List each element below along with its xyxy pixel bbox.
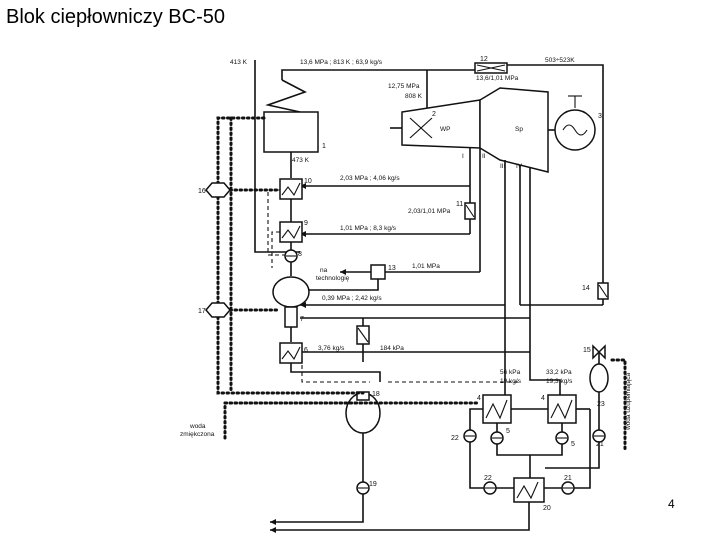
label-boiler-feed-t: 473 K — [292, 157, 310, 164]
num-14: 14 — [582, 285, 590, 292]
middle-heater — [356, 325, 370, 345]
pump-19 — [356, 481, 370, 495]
page-number: 4 — [668, 497, 675, 511]
label-ext5-p: 184 kPa — [380, 345, 404, 352]
pump-22b — [483, 481, 497, 495]
num-5b: 5 — [571, 441, 575, 448]
num-4b: 4 — [541, 395, 545, 402]
label-sp: Sp — [515, 126, 523, 133]
district-heating-loop — [216, 116, 365, 395]
num-17: 17 — [198, 308, 206, 315]
pump-21b — [561, 481, 575, 495]
num-18: 18 — [372, 391, 380, 398]
label-rv-params: 13,6/1,01 MPa — [476, 75, 519, 82]
generator — [548, 95, 596, 151]
heater-10 — [279, 178, 303, 200]
label-ext-i: I — [462, 153, 464, 160]
condenser-4a — [482, 394, 512, 424]
num-11: 11 — [456, 201, 463, 208]
label-ext-iv: IV — [516, 163, 523, 170]
label-ext1: 2,03 MPa ; 4,06 kg/s — [340, 175, 400, 182]
num-6: 6 — [304, 347, 308, 354]
valve-15 — [592, 344, 606, 360]
num-1: 1 — [322, 143, 326, 150]
reducing-valve-12 — [474, 62, 508, 74]
label-ext-ii: II — [482, 153, 486, 160]
label-hx4b-flow: 19,3 kg/s — [546, 378, 573, 385]
label-hx4b-p: 33,2 kPa — [546, 369, 572, 376]
pump-8 — [284, 249, 298, 263]
label-ext4: 0,39 MPa ; 2,42 kg/s — [322, 295, 382, 302]
label-turbine-t: 808 K — [405, 93, 423, 100]
num-4a: 4 — [477, 395, 481, 402]
label-wp: WP — [440, 126, 450, 133]
label-ext-iii: III — [500, 163, 506, 170]
num-19: 19 — [369, 481, 377, 488]
num-21a: 21 — [596, 441, 604, 448]
num-9: 9 — [304, 220, 308, 227]
slide-title: Blok ciepłowniczy BC-50 — [6, 6, 225, 28]
num-12: 12 — [480, 56, 488, 63]
pump-22a — [463, 429, 477, 443]
extraction-lines — [469, 148, 531, 305]
heater-6 — [279, 342, 303, 364]
feed-tank — [345, 391, 381, 434]
num-21b: 21 — [564, 475, 572, 482]
num-3: 3 — [598, 113, 602, 120]
num-13: 13 — [388, 265, 396, 272]
num-15: 15 — [583, 347, 591, 354]
pump-5b — [555, 431, 569, 445]
heater-9 — [279, 221, 303, 243]
label-turbine-p: 12,75 MPa — [388, 83, 420, 90]
label-makeup-water: woda uzupełniająca — [625, 373, 632, 431]
num-8: 8 — [298, 251, 302, 258]
label-413k: 413 K — [230, 59, 248, 66]
pump-5a — [490, 431, 504, 445]
num-16: 16 — [198, 188, 206, 195]
label-ext3: 1,01 MPa — [412, 263, 440, 270]
label-ext2: 1,01 MPa ; 8,3 kg/s — [340, 225, 397, 232]
num-10: 10 — [304, 178, 312, 185]
heater-16 — [205, 182, 231, 198]
valve-11 — [464, 186, 476, 234]
label-ext5-flow: 3,76 kg/s — [318, 345, 345, 352]
num-7: 7 — [300, 316, 304, 323]
num-2: 2 — [432, 111, 436, 118]
label-ext11: 2,03/1,01 MPa — [408, 208, 451, 215]
num-22b: 22 — [484, 475, 492, 482]
num-22a: 22 — [451, 435, 459, 442]
label-hx4a-flow: 19 kg/s — [500, 378, 522, 385]
valve-14 — [597, 282, 609, 300]
num-20: 20 — [543, 505, 551, 512]
valve-13 — [370, 264, 386, 280]
condenser-4b — [547, 394, 577, 424]
turbine-mp-section — [479, 87, 549, 173]
heat-exchanger-20 — [513, 477, 545, 503]
num-5a: 5 — [506, 428, 510, 435]
label-out-temp: 503÷523K — [545, 57, 575, 64]
heater-17 — [205, 302, 231, 318]
turbine-hp-section — [390, 99, 481, 149]
makeup-tank — [589, 363, 609, 393]
label-main-steam: 13,6 MPa ; 813 K ; 63,9 kg/s — [300, 59, 383, 66]
num-23: 23 — [597, 401, 605, 408]
label-hx4a-p: 56 kPa — [500, 369, 521, 376]
boiler — [263, 111, 319, 178]
